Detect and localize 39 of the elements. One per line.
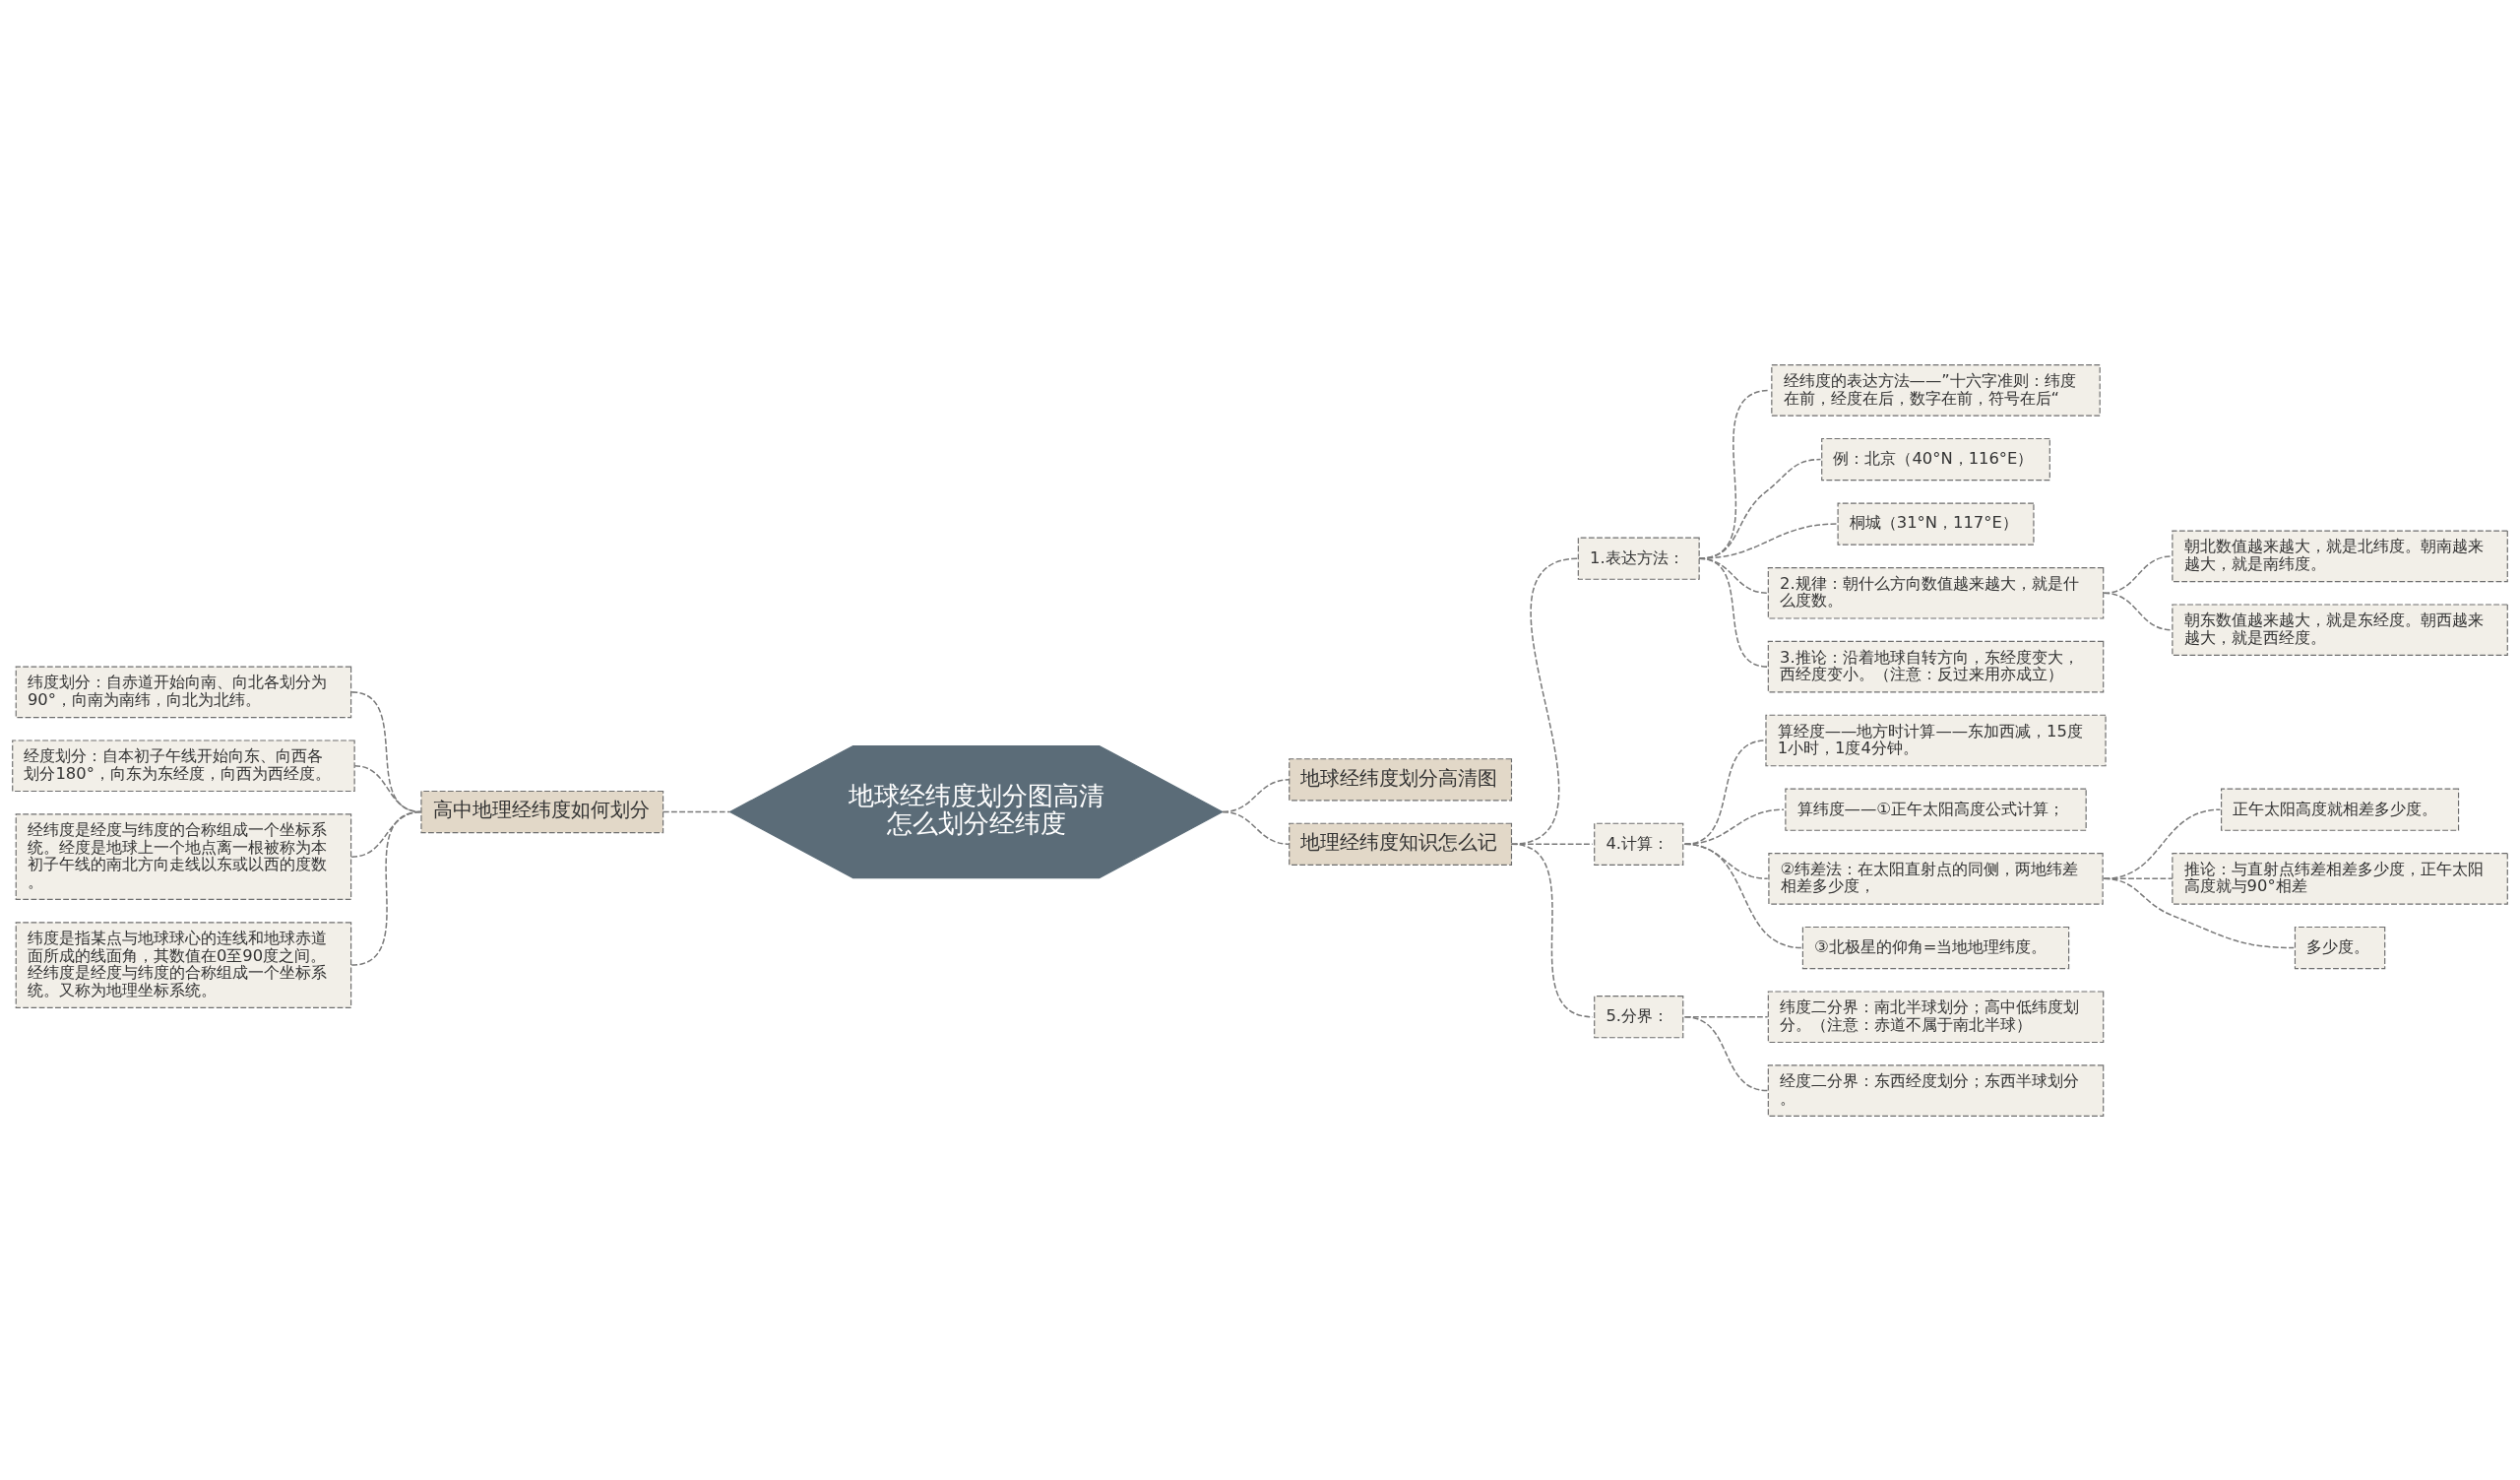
node-box: 多少度。 [2294, 926, 2386, 969]
node-box: 经纬度的表达方法——”十六字准则：纬度在前，经度在后，数字在前，符号在后“ [1771, 363, 2101, 417]
node-box: 2.规律：朝什么方向数值越来越大，就是什么度数。 [1767, 566, 2105, 619]
connector [2103, 554, 2174, 594]
node-box: 推论：与直射点纬差相差多少度，正午太阳高度就与90°相差 [2172, 852, 2508, 905]
node-box: 纬度划分：自赤道开始向南、向北各划分为90°，向南为南纬，向北为北纬。 [15, 666, 352, 718]
node-box: 纬度是指某点与地球球心的连线和地球赤道面所成的线面角，其数值在0至90度之间。经纬度是经度与纬度的合称组成一个坐标系统。又称为地理坐标系统。 [15, 921, 352, 1008]
connector [1698, 556, 1769, 668]
connector [662, 810, 731, 812]
connector [2103, 877, 2296, 948]
node-box: 算纬度——①正午太阳高度公式计算； [1785, 788, 2087, 831]
connector [1510, 556, 1580, 845]
node-box: 经度二分界：东西经度划分；东西半球划分。 [1767, 1063, 2105, 1117]
connector [350, 810, 422, 966]
node-box: 经度划分：自本初子午线开始向东、向西各划分180°，向东为东经度，向西为西经度。 [12, 739, 355, 792]
connector [1698, 556, 1769, 594]
node-box: 3.推论：沿着地球自转方向，东经度变大，西经度变小。（注意：反过来用亦成立） [1767, 640, 2105, 692]
node-box: 1.表达方法： [1577, 537, 1700, 580]
node-box: 例：北京（40°N，116°E） [1821, 437, 2050, 481]
node-box: 高中地理经纬度如何划分 [420, 790, 664, 833]
node-box: 地球经纬度划分高清图 [1289, 757, 1513, 801]
node-box: 4.计算： [1594, 822, 1684, 866]
node-box: 桐城（31°N，117°E） [1837, 501, 2035, 546]
node-box: 5.分界： [1594, 995, 1684, 1038]
node-box: ③北极星的仰角=当地地理纬度。 [1801, 926, 2070, 969]
node-box: 经纬度是经度与纬度的合称组成一个坐标系统。经度是地球上一个地点离一根被称为本初子午线的南北方向走线以东或以西的度数。 [15, 812, 352, 900]
node-box: 朝东数值越来越大，就是东经度。朝西越来越大，就是西经度。 [2172, 603, 2508, 656]
node-box: 纬度二分界：南北半球划分；高中低纬度划分。（注意：赤道不属于南北半球） [1767, 990, 2105, 1043]
node-box: ②纬差法：在太阳直射点的同侧，两地纬差相差多少度， [1768, 852, 2104, 905]
connector [1222, 810, 1291, 845]
node-box: 正午太阳高度就相差多少度。 [2221, 788, 2460, 831]
connector [1683, 843, 1803, 948]
node-box: 算经度——地方时计算——东加西减，15度1小时，1度4分钟。 [1765, 714, 2107, 766]
connector [1510, 843, 1594, 1017]
connector [1683, 807, 1785, 845]
connector [1683, 1015, 1769, 1091]
node-box: 朝北数值越来越大，就是北纬度。朝南越来越大，就是南纬度。 [2172, 530, 2508, 582]
connector [350, 810, 422, 858]
node-box: 地理经纬度知识怎么记 [1289, 822, 1513, 866]
